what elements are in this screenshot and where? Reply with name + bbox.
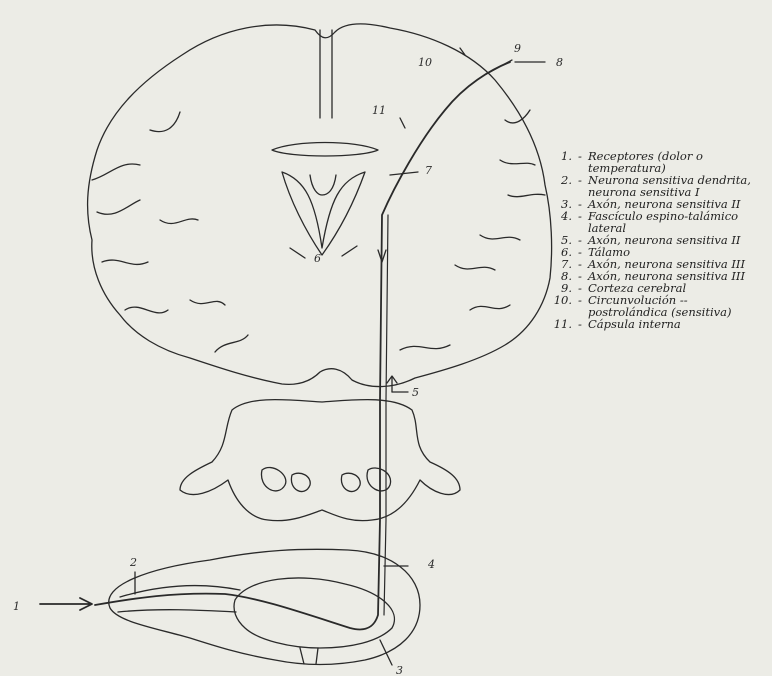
ascending-arrow [387, 376, 397, 392]
callout-3: 3 [396, 664, 403, 676]
longitudinal-fissure [320, 30, 332, 118]
right-sulci [400, 110, 545, 350]
brainstem-section [180, 400, 460, 521]
callout-9: 9 [514, 42, 521, 55]
callout-7: 7 [425, 164, 432, 177]
spinal-fissure [300, 648, 318, 664]
lateral-ventricles [282, 172, 365, 255]
corpus-callosum [272, 143, 378, 157]
callout-1: 1 [13, 600, 20, 613]
callout-2: 2 [129, 556, 137, 569]
spinal-cord-section [109, 549, 420, 664]
callout-8: 8 [556, 56, 563, 69]
brainstem-nuclei [261, 468, 390, 492]
legend-item: 2.-Neurona sensitiva dendrita, neurona s… [548, 174, 770, 198]
third-ventricle [310, 175, 336, 195]
callout-5: 5 [412, 386, 419, 399]
left-sulci [92, 112, 248, 352]
spinal-gray-matter [234, 578, 394, 648]
legend-item: 4.-Fascículo espino-talámico lateral [548, 210, 770, 234]
legend: 1.-Receptores (dolor o temperatura) 2.-N… [548, 150, 770, 330]
pathway-parallel-line [384, 215, 388, 615]
callout-11: 11 [372, 104, 386, 117]
callout-4: 4 [427, 558, 435, 571]
callout-10: 10 [418, 56, 432, 69]
receptor-arrow [40, 598, 92, 610]
legend-item: 11.-Cápsula interna [548, 318, 770, 330]
legend-item: 10.-Circunvolución -- postrolándica (sen… [548, 294, 770, 318]
legend-item: 1.-Receptores (dolor o temperatura) [548, 150, 770, 174]
callout-6: 6 [314, 252, 321, 265]
